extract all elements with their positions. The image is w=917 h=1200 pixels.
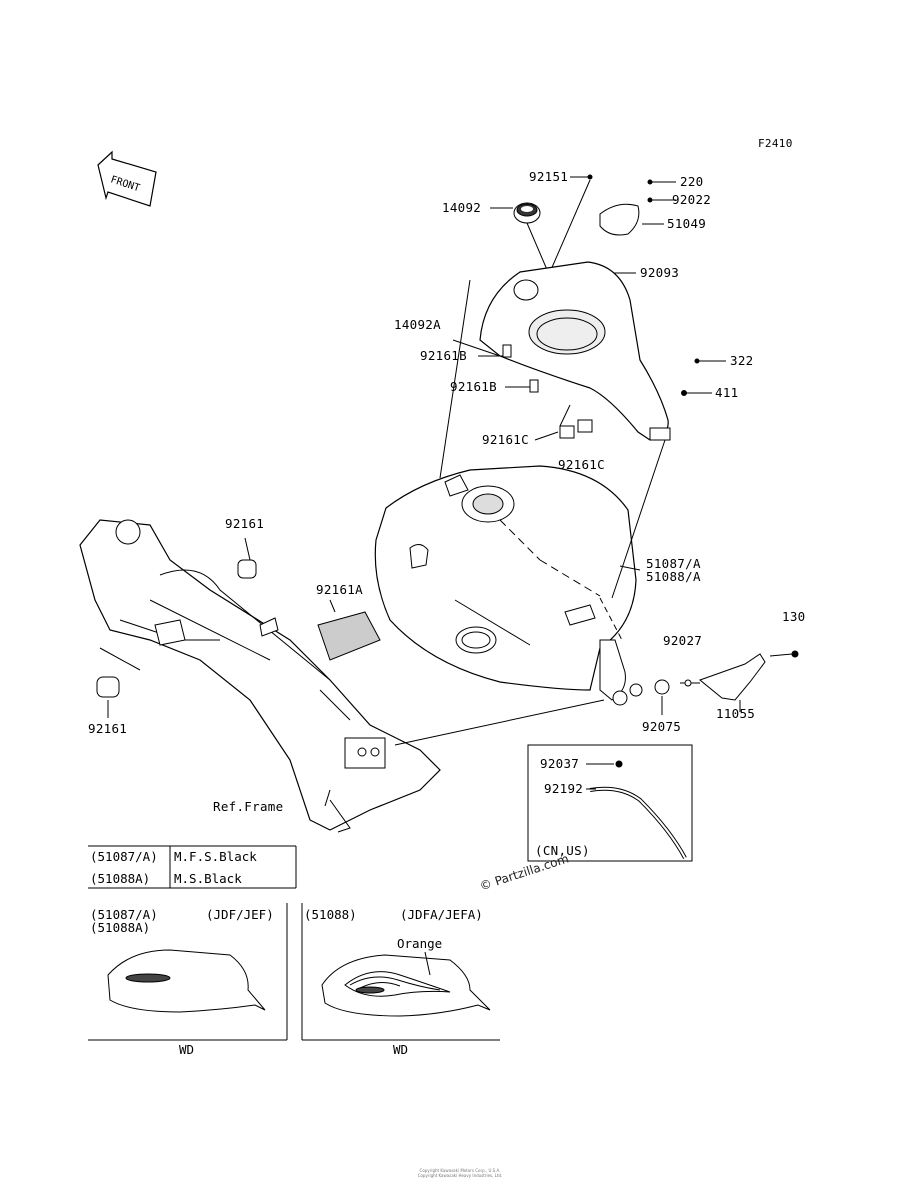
label-92093: 92093 <box>640 265 680 280</box>
inset-right-note: Orange <box>397 936 443 951</box>
label-51087A: 51087/A <box>646 556 701 571</box>
label-220: 220 <box>680 174 704 189</box>
cn-us-box <box>527 744 693 862</box>
frame <box>79 519 441 833</box>
footer-line-2: Copyright Kawasaki Heavy Industries, Ltd… <box>417 1173 503 1178</box>
inset-left-code: (JDF/JEF) <box>206 907 274 922</box>
inset-left-line1: (51087/A) <box>90 907 158 922</box>
label-92192: 92192 <box>544 781 584 796</box>
inset-right-line1: (51088) <box>304 907 357 922</box>
label-92161B-upper: 92161B <box>420 348 467 363</box>
label-cn-us: (CN,US) <box>535 843 590 858</box>
bracket-11055 <box>698 653 766 701</box>
label-130: 130 <box>782 609 806 624</box>
label-ref-frame: Ref.Frame <box>213 799 284 814</box>
label-92161C-right: 92161C <box>558 457 605 472</box>
tank-console-cover <box>479 261 671 441</box>
footer: Copyright Kawasaki Motors Corp., U.S.A. … <box>300 1168 620 1178</box>
label-92151: 92151 <box>529 169 569 184</box>
figure-code: F2410 <box>758 137 793 150</box>
inset-left-line2: (51088A) <box>90 920 151 935</box>
label-411: 411 <box>715 385 739 400</box>
fuel-tank <box>374 465 643 706</box>
inset-left-caption: WD <box>179 1042 195 1057</box>
color-table-part-1: (51087/A) <box>90 849 158 864</box>
label-92022: 92022 <box>672 192 712 207</box>
rubber-strip-92161A <box>317 611 381 661</box>
color-table-color-1: M.F.S.Black <box>174 849 257 864</box>
front-arrow-icon: FRONT <box>97 150 157 207</box>
color-table-color-2: M.S.Black <box>174 871 242 886</box>
label-322: 322 <box>730 353 754 368</box>
inset-tank-left <box>107 949 266 1013</box>
label-92027: 92027 <box>663 633 703 648</box>
label-92075: 92075 <box>642 719 682 734</box>
label-92161-lower: 92161 <box>88 721 128 736</box>
inset-right-code: (JDFA/JEFA) <box>400 907 483 922</box>
footer-line-1: Copyright Kawasaki Motors Corp., U.S.A. <box>419 1168 501 1173</box>
label-92161C-left: 92161C <box>482 432 529 447</box>
label-51049: 51049 <box>667 216 707 231</box>
label-92161B-lower: 92161B <box>450 379 497 394</box>
emblem-51049 <box>599 203 640 236</box>
fuel-cap <box>513 202 541 224</box>
color-table-part-2: (51088A) <box>90 871 151 886</box>
inset-right-caption: WD <box>393 1042 409 1057</box>
label-92161A: 92161A <box>316 582 363 597</box>
label-14092A: 14092A <box>394 317 441 332</box>
label-51088A: 51088/A <box>646 569 701 584</box>
label-11055: 11055 <box>716 706 756 721</box>
label-92037: 92037 <box>540 756 580 771</box>
label-14092: 14092 <box>442 200 482 215</box>
label-92161-upper: 92161 <box>225 516 265 531</box>
